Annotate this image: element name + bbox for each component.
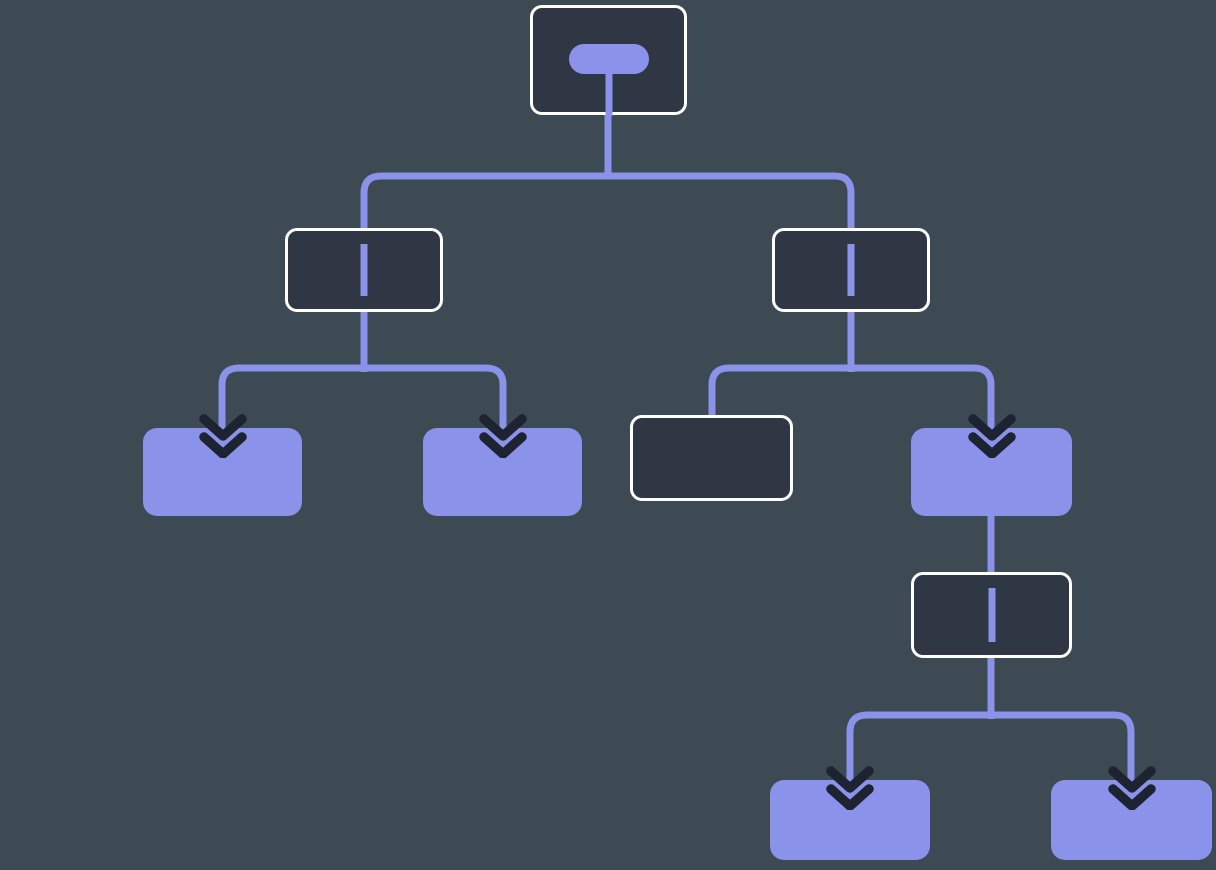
double-chevron-down-icon bbox=[478, 414, 527, 458]
leaf-node-4[interactable] bbox=[770, 766, 930, 860]
leaf-node-5[interactable] bbox=[1051, 766, 1212, 860]
leaf-node-2[interactable] bbox=[423, 414, 582, 516]
connector-branch-left-to-leaves bbox=[218, 310, 507, 434]
leaf-node-1[interactable] bbox=[143, 414, 302, 516]
double-chevron-down-icon bbox=[198, 414, 247, 458]
root-node[interactable] bbox=[530, 5, 687, 116]
connector-branch-right-to-children bbox=[708, 310, 995, 434]
vertical-line-icon bbox=[847, 244, 855, 296]
root-stem-line bbox=[605, 68, 612, 116]
leaf-node-3[interactable] bbox=[911, 414, 1072, 516]
double-chevron-down-icon bbox=[967, 414, 1016, 458]
branch-node-right[interactable] bbox=[772, 228, 930, 312]
branch-node-left[interactable] bbox=[285, 228, 443, 312]
double-chevron-down-icon bbox=[826, 766, 874, 810]
vertical-line-icon bbox=[360, 244, 368, 296]
connector-root-to-branches bbox=[360, 108, 855, 236]
pill-icon bbox=[568, 44, 649, 74]
double-chevron-down-icon bbox=[1107, 766, 1156, 810]
plain-dark-node[interactable] bbox=[630, 415, 793, 501]
connector-branch-lower-to-leaves bbox=[846, 654, 1135, 786]
branch-node-lower[interactable] bbox=[911, 572, 1072, 658]
vertical-line-icon bbox=[988, 588, 995, 642]
